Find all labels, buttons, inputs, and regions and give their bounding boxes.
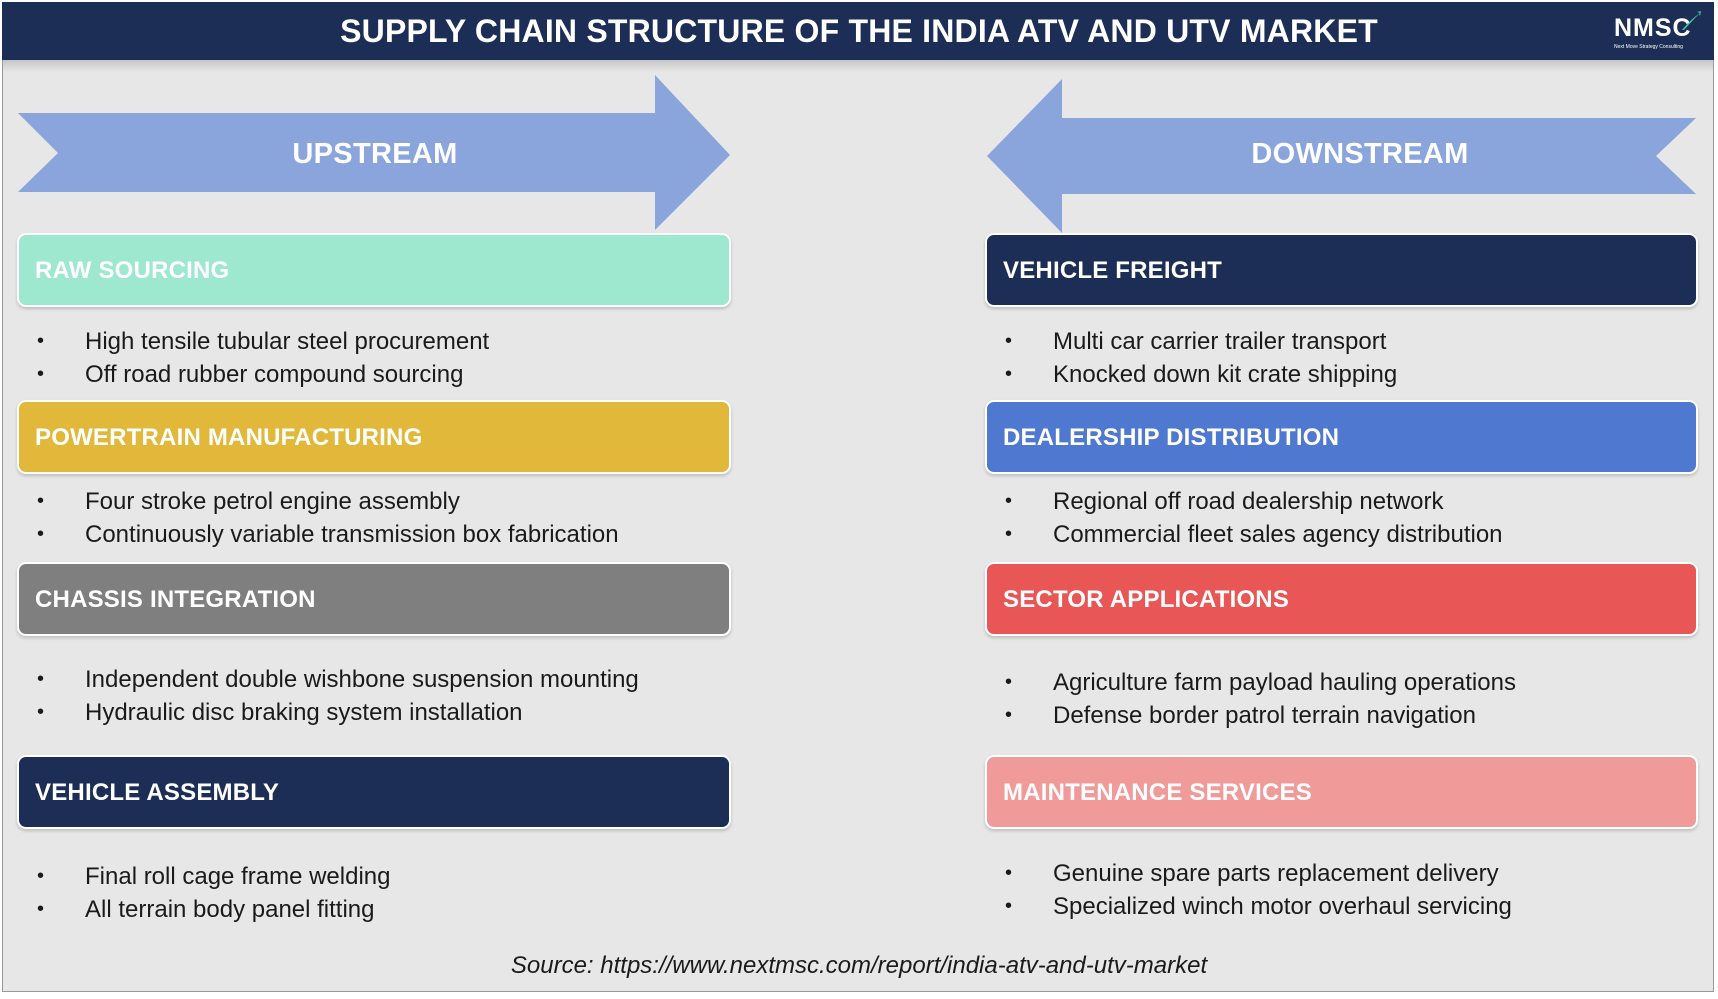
vehicle-assembly-list: Final roll cage frame welding All terrai… <box>17 860 390 926</box>
downstream-arrow <box>987 79 1696 233</box>
downstream-label: DOWNSTREAM <box>1251 138 1469 170</box>
dealership-distribution-list: Regional off road dealership network Com… <box>985 485 1503 551</box>
list-item: Regional off road dealership network <box>985 485 1503 518</box>
logo-swoosh-icon <box>1682 11 1701 30</box>
logo-tagline: Next Move Strategy Consulting <box>1614 44 1683 50</box>
list-item: Knocked down kit crate shipping <box>985 358 1397 391</box>
nmsc-logo: NMSC Next Move Strategy Consulting <box>1608 10 1704 52</box>
dealership-distribution-box: DEALERSHIP DISTRIBUTION <box>985 400 1698 474</box>
raw-sourcing-title: RAW SOURCING <box>35 257 230 284</box>
maintenance-services-title: MAINTENANCE SERVICES <box>1003 779 1312 806</box>
list-item: Commercial fleet sales agency distributi… <box>985 518 1503 551</box>
list-item: Off road rubber compound sourcing <box>17 358 489 391</box>
maintenance-services-list: Genuine spare parts replacement delivery… <box>985 857 1512 923</box>
powertrain-manufacturing-list: Four stroke petrol engine assembly Conti… <box>17 485 619 551</box>
vehicle-freight-box: VEHICLE FREIGHT <box>985 233 1698 307</box>
list-item: Four stroke petrol engine assembly <box>17 485 619 518</box>
vehicle-freight-list: Multi car carrier trailer transport Knoc… <box>985 325 1397 391</box>
list-item: Hydraulic disc braking system installati… <box>17 696 639 729</box>
page-title: SUPPLY CHAIN STRUCTURE OF THE INDIA ATV … <box>340 13 1378 49</box>
list-item: Agriculture farm payload hauling operati… <box>985 666 1516 699</box>
list-item: Defense border patrol terrain navigation <box>985 699 1516 732</box>
vehicle-freight-title: VEHICLE FREIGHT <box>1003 257 1223 284</box>
title-bar-shadow <box>3 60 1713 72</box>
sector-applications-box: SECTOR APPLICATIONS <box>985 562 1698 636</box>
chassis-integration-title: CHASSIS INTEGRATION <box>35 586 316 613</box>
list-item: Multi car carrier trailer transport <box>985 325 1397 358</box>
dealership-distribution-title: DEALERSHIP DISTRIBUTION <box>1003 424 1340 451</box>
raw-sourcing-box: RAW SOURCING <box>17 233 731 307</box>
raw-sourcing-list: High tensile tubular steel procurement O… <box>17 325 489 391</box>
vehicle-assembly-box: VEHICLE ASSEMBLY <box>17 755 731 829</box>
powertrain-manufacturing-title: POWERTRAIN MANUFACTURING <box>35 424 423 451</box>
sector-applications-title: SECTOR APPLICATIONS <box>1003 586 1290 613</box>
list-item: Final roll cage frame welding <box>17 860 390 893</box>
chassis-integration-box: CHASSIS INTEGRATION <box>17 562 731 636</box>
maintenance-services-box: MAINTENANCE SERVICES <box>985 755 1698 829</box>
list-item: Continuously variable transmission box f… <box>17 518 619 551</box>
vehicle-assembly-title: VEHICLE ASSEMBLY <box>35 779 280 806</box>
sector-applications-list: Agriculture farm payload hauling operati… <box>985 666 1516 732</box>
list-item: All terrain body panel fitting <box>17 893 390 926</box>
list-item: High tensile tubular steel procurement <box>17 325 489 358</box>
chassis-integration-list: Independent double wishbone suspension m… <box>17 663 639 729</box>
upstream-label: UPSTREAM <box>292 138 458 170</box>
list-item: Genuine spare parts replacement delivery <box>985 857 1512 890</box>
source-citation: Source: https://www.nextmsc.com/report/i… <box>510 952 1208 979</box>
title-bar <box>2 2 1714 60</box>
upstream-arrow <box>18 75 730 230</box>
list-item: Specialized winch motor overhaul servici… <box>985 890 1512 923</box>
powertrain-manufacturing-box: POWERTRAIN MANUFACTURING <box>17 400 731 474</box>
list-item: Independent double wishbone suspension m… <box>17 663 639 696</box>
logo-text: NMSC <box>1614 14 1692 42</box>
